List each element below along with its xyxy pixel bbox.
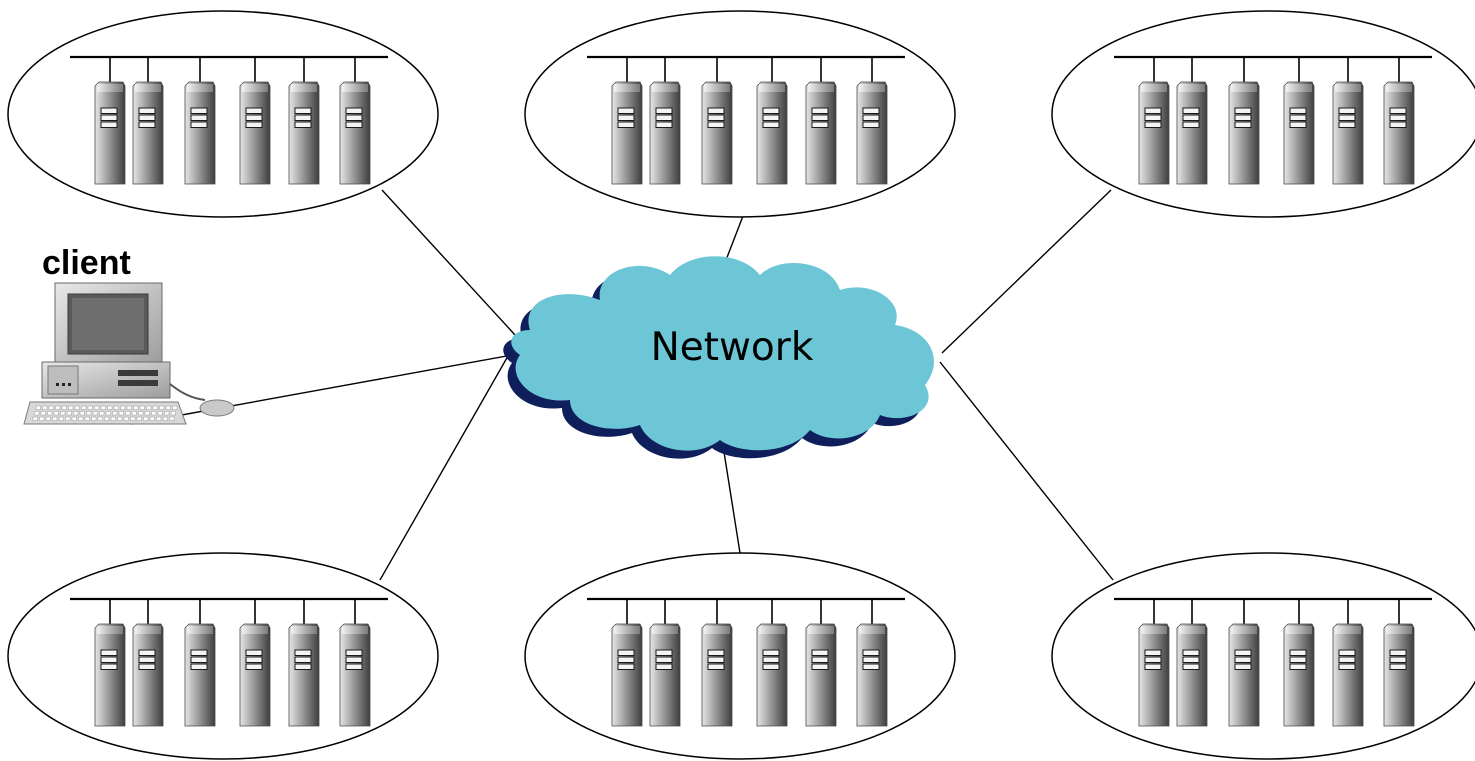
server-icon (701, 57, 733, 185)
server-icon (1383, 57, 1415, 185)
cluster-boundary (524, 10, 956, 218)
cluster-boundary (7, 10, 439, 218)
server-icon (1176, 599, 1208, 727)
server-icon (1283, 57, 1315, 185)
server-icon (1176, 57, 1208, 185)
network-links (131, 189, 1114, 581)
server-icon (288, 57, 320, 185)
link-client (131, 354, 513, 425)
server-icon (1228, 57, 1260, 185)
cluster-boundary (524, 552, 956, 760)
server-icon (288, 599, 320, 727)
server-icon (339, 599, 371, 727)
server-icon (805, 57, 837, 185)
server-icon (239, 599, 271, 727)
server-icon (1228, 599, 1260, 727)
server-icon (239, 57, 271, 185)
server-cluster-bottom-center (524, 552, 956, 760)
server-icon (649, 57, 681, 185)
client-computer-icon (23, 282, 235, 425)
link-bottom-center (723, 451, 741, 554)
server-icon (1383, 599, 1415, 727)
link-bottom-left (379, 355, 509, 581)
server-icon (701, 599, 733, 727)
link-top-center (725, 215, 744, 261)
network-cloud (503, 256, 934, 459)
server-icon (184, 599, 216, 727)
server-icon (1332, 57, 1364, 185)
network-label: Network (650, 325, 814, 370)
server-icon (856, 57, 888, 185)
client-label: client (42, 244, 131, 282)
server-icon (1138, 57, 1170, 185)
server-icon (756, 57, 788, 185)
link-top-left (381, 189, 517, 337)
server-icon (611, 599, 643, 727)
server-icon (856, 599, 888, 727)
link-bottom-right (939, 361, 1114, 581)
server-icon (1332, 599, 1364, 727)
server-cluster-bottom-left (7, 552, 439, 760)
server-icon (94, 57, 126, 185)
server-cluster-bottom-right (1051, 552, 1475, 760)
cluster-boundary (7, 552, 439, 760)
server-cluster-top-right (1051, 10, 1475, 218)
server-icon (756, 599, 788, 727)
server-icon (132, 599, 164, 727)
link-top-right (941, 189, 1112, 354)
server-icon (1283, 599, 1315, 727)
server-icon (611, 57, 643, 185)
server-icon (1138, 599, 1170, 727)
cloud-body (511, 256, 934, 451)
server-cluster-top-left (7, 10, 439, 218)
server-icon (339, 57, 371, 185)
server-icon (184, 57, 216, 185)
server-icon (94, 599, 126, 727)
server-icon (649, 599, 681, 727)
server-icon (132, 57, 164, 185)
server-cluster-top-center (524, 10, 956, 218)
server-icon (805, 599, 837, 727)
